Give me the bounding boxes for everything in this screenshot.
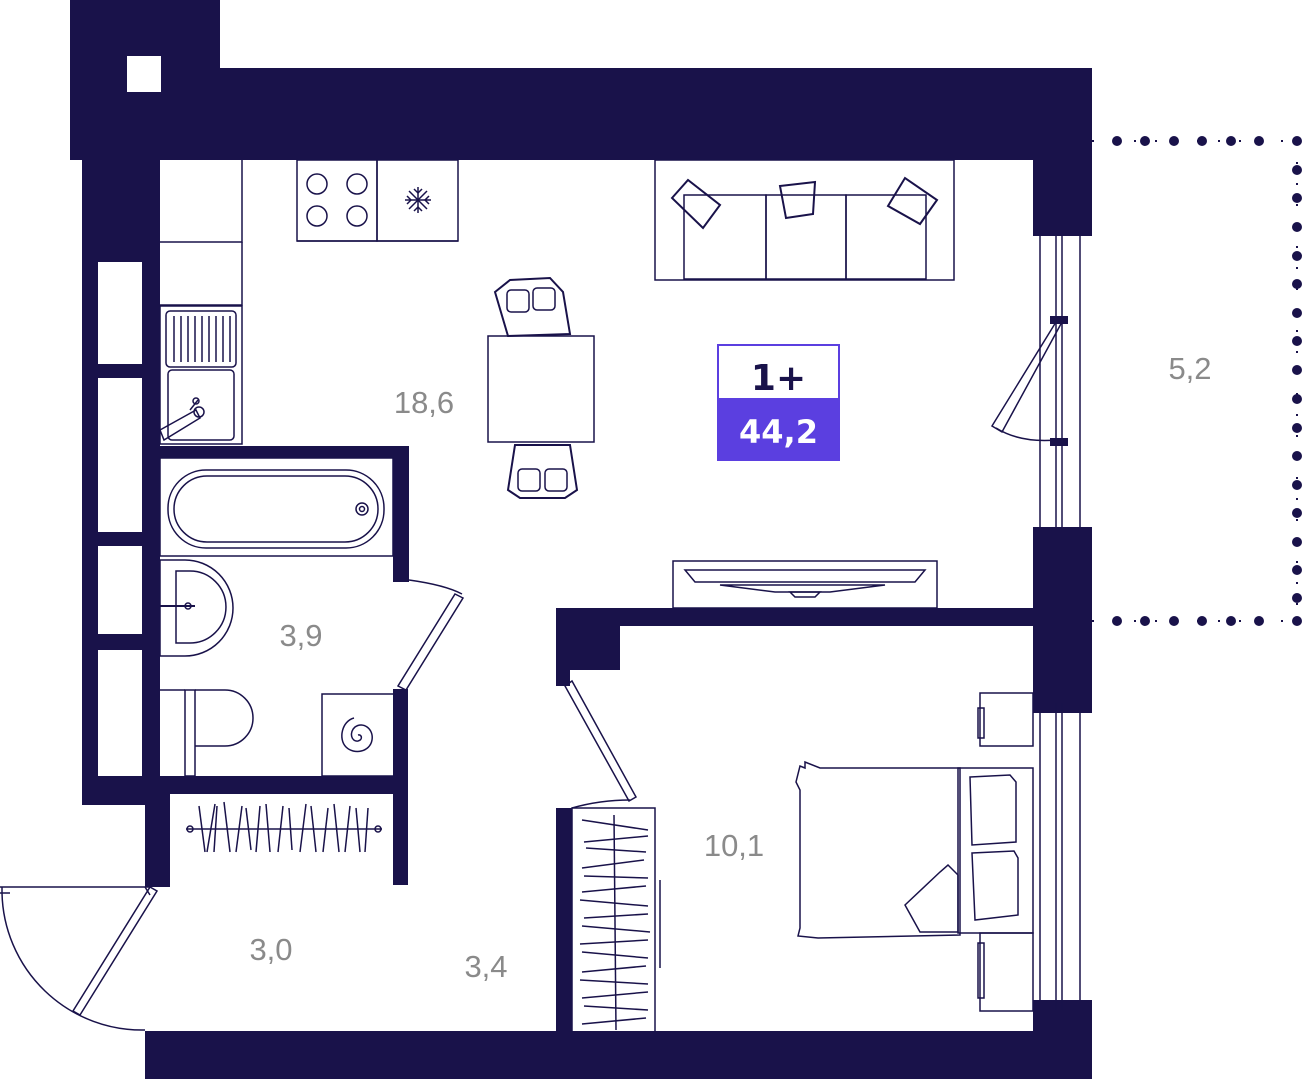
bed <box>795 692 1034 1012</box>
right-window-bedroom <box>1036 703 1090 1010</box>
area-corridor: 3,4 <box>464 949 507 984</box>
left-window <box>98 262 142 776</box>
area-kitchen-living: 18,6 <box>394 385 454 420</box>
bathtub <box>159 457 394 557</box>
area-hallway: 3,0 <box>249 932 292 967</box>
toilet <box>160 689 254 777</box>
stove <box>306 173 368 227</box>
area-bedroom: 10,1 <box>704 828 764 863</box>
tv-stand <box>672 560 938 609</box>
bedroom-door <box>564 679 638 809</box>
area-bathroom: 3,9 <box>279 618 322 653</box>
area-balcony: 5,2 <box>1168 351 1211 386</box>
spiral-icon <box>341 717 373 753</box>
bathroom-door <box>396 579 465 691</box>
walls <box>70 0 1092 1079</box>
entrance-door <box>0 885 159 1031</box>
sofa <box>654 159 955 281</box>
badge-total-area: 44,2 <box>739 413 818 451</box>
vent-square <box>127 56 161 92</box>
dining-set <box>487 276 595 499</box>
kitchen-sink <box>159 305 243 445</box>
balcony-outline <box>1092 136 1302 626</box>
badge-total-bg <box>718 398 839 460</box>
washbasin <box>159 559 234 657</box>
washing-machine <box>321 693 395 777</box>
hallway-rack <box>186 801 382 853</box>
kitchen-counter <box>160 159 459 306</box>
apartment-badge: 1+ 44,2 <box>717 344 840 461</box>
right-window-living <box>1036 236 1090 527</box>
wardrobe <box>571 807 661 1039</box>
snowflake-icon <box>405 187 431 213</box>
badge-type: 1+ <box>751 358 806 399</box>
balcony-door <box>990 321 1064 442</box>
